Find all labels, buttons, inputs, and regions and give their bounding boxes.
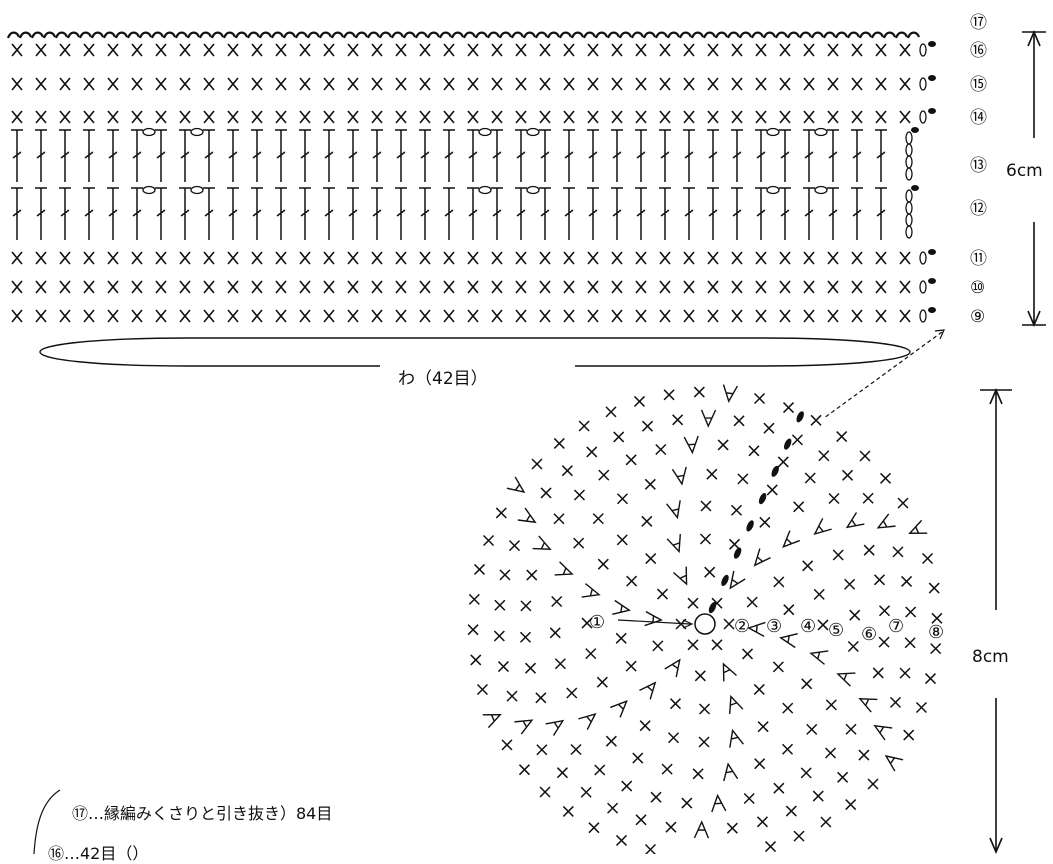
round-stitches	[644, 566, 766, 682]
round-label: ④	[800, 616, 816, 637]
round-label: ⑤	[828, 620, 844, 641]
stitch-row	[11, 307, 936, 323]
stitch-row	[11, 41, 936, 57]
height-dimension	[1022, 29, 1046, 328]
width-label: 8cm	[972, 647, 1009, 667]
magic-ring	[694, 613, 716, 635]
round-stitches	[675, 597, 735, 651]
row-round-label: ⑪	[970, 249, 987, 269]
stitch-row	[11, 127, 919, 182]
row-round-label: ⑯	[970, 41, 987, 61]
join-connector-arrow	[823, 329, 945, 419]
stitch-row	[11, 278, 936, 294]
round-label: ⑧	[928, 622, 944, 643]
top-rectangle-chart	[6, 31, 936, 323]
round-stitches	[549, 466, 861, 782]
row-round-label: ⑫	[970, 199, 987, 219]
join-slip-column	[708, 411, 804, 614]
row-round-label: ⑬	[970, 156, 987, 176]
stitch-row	[11, 185, 919, 240]
ring-label: わ（42目）	[398, 369, 488, 389]
round-label: ①	[589, 612, 605, 633]
bottom-round-chart	[467, 384, 943, 854]
row-round-label: ⑰	[970, 13, 987, 33]
row-round-label: ⑩	[970, 278, 985, 298]
height-label: 6cm	[1006, 161, 1043, 181]
stitch-row	[11, 249, 936, 265]
notes-bracket	[33, 789, 61, 854]
top-round-labels: ⑰ ⑯ ⑮ ⑭ ⑬ ⑫ ⑪ ⑩ ⑨	[970, 13, 987, 327]
width-dimension	[980, 387, 1012, 854]
row-round-label: ⑭	[970, 108, 987, 128]
round-stitches	[519, 435, 891, 813]
round-label: ②	[734, 616, 750, 637]
note-round-17: ⑰…縁編みくさりと引き抜き）84目	[72, 804, 333, 823]
note-round-16: ⑯…42目（）	[48, 844, 149, 863]
round-label: ⑦	[888, 616, 904, 637]
row-round-label: ⑮	[970, 75, 987, 95]
stitch-row	[11, 108, 936, 124]
ring-ellipse	[39, 337, 911, 367]
stitch-row	[11, 75, 936, 91]
round-label: ③	[766, 616, 782, 637]
round-stitches	[612, 533, 798, 715]
round-stitches	[493, 409, 917, 839]
round-stitches	[467, 384, 943, 854]
round-label: ⑥	[861, 624, 877, 645]
round-stitches	[581, 500, 829, 748]
stitch-row	[6, 31, 921, 39]
row-round-label: ⑨	[970, 307, 985, 327]
